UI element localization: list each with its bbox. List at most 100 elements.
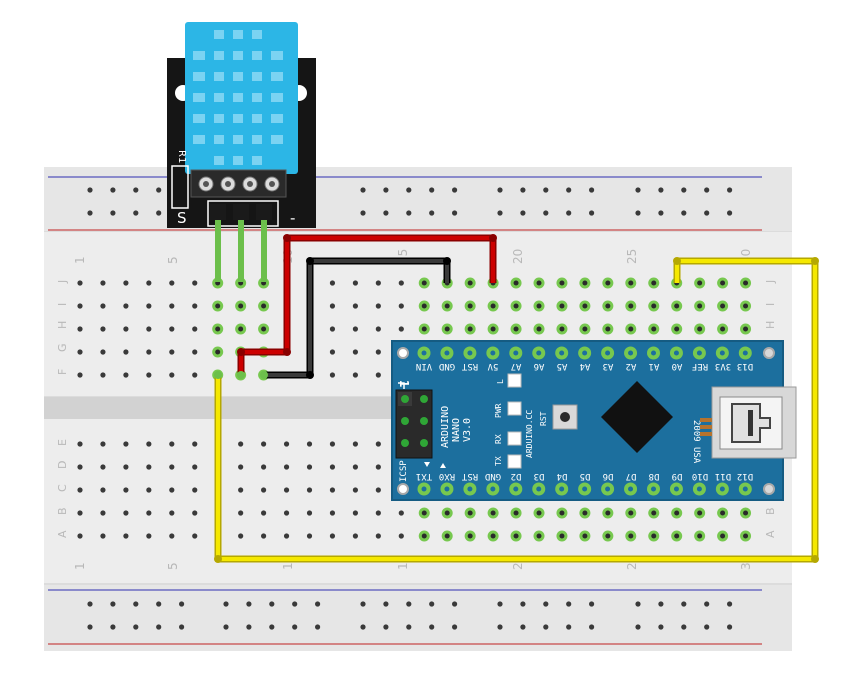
header-pin-hole <box>513 486 519 492</box>
grille-slot <box>252 135 262 144</box>
rail-hole <box>383 601 389 607</box>
breadboard-hole-center <box>467 326 473 332</box>
column-number: 2 <box>511 562 525 570</box>
breadboard-hole-center <box>697 303 703 309</box>
column-number: 2 <box>625 562 639 570</box>
icsp-label: ICSP <box>399 460 409 482</box>
rail-hole <box>497 601 503 607</box>
breadboard-hole <box>100 349 106 355</box>
header-pin-hole <box>696 486 702 492</box>
breadboard-hole <box>192 280 198 286</box>
breadboard-hole <box>261 533 267 539</box>
row-letter: C <box>56 484 69 492</box>
rail-hole <box>383 187 389 193</box>
grille-slot-edge <box>271 51 283 60</box>
breadboard-hole-center <box>697 326 703 332</box>
rail-hole <box>133 624 139 630</box>
breadboard-hole <box>100 326 106 332</box>
breadboard-hole-center <box>536 280 542 286</box>
pin-label-d5: D5 <box>580 471 591 481</box>
breadboard-hole <box>123 303 129 309</box>
rail-hole <box>156 624 162 630</box>
reset-label: RST <box>539 411 548 426</box>
breadboard-hole-center <box>582 303 588 309</box>
breadboard-hole <box>146 303 152 309</box>
rail-hole <box>87 210 93 216</box>
breadboard-hole <box>77 441 83 447</box>
breadboard-hole <box>100 372 106 378</box>
row-letter: I <box>56 303 69 306</box>
breadboard-hole <box>398 303 404 309</box>
rail-hole <box>635 210 641 216</box>
breadboard-hole-center <box>513 510 519 516</box>
arduino-nano-board: D13 3V3 REF A0 A1 A2 A3 A4 A5 A6 A7 5V R… <box>391 340 797 501</box>
pin-label-a5: A5 <box>557 361 568 371</box>
breadboard-hole-center <box>421 326 427 332</box>
breadboard-hole <box>77 533 83 539</box>
breadboard-hole-center <box>490 510 496 516</box>
breadboard-hole-center <box>467 303 473 309</box>
pin-label-d11: D11 <box>715 471 731 481</box>
breadboard-hole-center <box>743 326 749 332</box>
power-rail-holes <box>87 187 733 630</box>
grille-slot <box>252 156 262 165</box>
reset-button[interactable] <box>552 404 578 430</box>
breadboard-hole-center <box>490 326 496 332</box>
breadboard-hole-center <box>513 533 519 539</box>
rail-hole <box>497 210 503 216</box>
column-number: 1 <box>281 562 295 570</box>
column-number: 5 <box>166 562 180 570</box>
grille-slot <box>233 93 243 102</box>
site-label: ARDUINO.CC <box>525 410 534 458</box>
rail-hole <box>429 624 435 630</box>
breadboard-hole <box>306 533 313 539</box>
rail-hole <box>543 187 549 193</box>
led-pwr: PWR <box>494 401 522 418</box>
header-pin-hole <box>444 350 450 356</box>
breadboard-hole <box>329 326 336 332</box>
breadboard-hole <box>283 533 290 539</box>
breadboard-hole-center <box>582 326 588 332</box>
rail-hole <box>452 624 458 630</box>
pin-label-a1: A1 <box>649 361 660 371</box>
row-letter: H <box>764 321 777 329</box>
breadboard-hole <box>146 349 152 355</box>
breadboard-hole <box>329 280 336 286</box>
icsp-header <box>395 389 433 459</box>
breadboard-hole <box>306 464 313 470</box>
breadboard-hole-center <box>421 303 427 309</box>
breadboard-hole-center <box>605 326 611 332</box>
breadboard-hole-center <box>720 280 726 286</box>
rail-hole <box>246 601 252 607</box>
pin-label-gnd-bottom: GND <box>485 471 501 481</box>
breadboard-hole <box>375 326 381 332</box>
rail-hole <box>223 601 229 607</box>
grille-slot <box>214 135 224 144</box>
mounting-hole <box>397 483 409 495</box>
breadboard-hole <box>283 510 290 516</box>
grille-slot <box>233 30 243 39</box>
rail-hole <box>133 187 139 193</box>
rail-hole <box>635 187 641 193</box>
breadboard-hole <box>192 487 198 493</box>
usb-connector <box>700 386 797 459</box>
breadboard-hole <box>123 487 129 493</box>
breadboard-hole <box>238 533 244 539</box>
breadboard-hole <box>398 280 404 286</box>
breadboard-hole <box>238 487 244 493</box>
breadboard-hole <box>306 487 313 493</box>
board-version: V3.0 <box>462 418 473 442</box>
grille-slot-edge <box>193 135 205 144</box>
header-pin-hole <box>421 486 427 492</box>
rail-hole <box>292 624 298 630</box>
breadboard-hole <box>146 510 152 516</box>
header-pin-hole <box>421 350 427 356</box>
breadboard-hole-center <box>720 326 726 332</box>
breadboard-hole <box>192 464 198 470</box>
row-letter: I <box>764 303 777 306</box>
column-number: 25 <box>625 249 639 264</box>
breadboard-hole <box>123 441 129 447</box>
breadboard-hole <box>123 533 129 539</box>
breadboard-hole <box>77 372 83 378</box>
pin-label-d10: D10 <box>692 471 708 481</box>
